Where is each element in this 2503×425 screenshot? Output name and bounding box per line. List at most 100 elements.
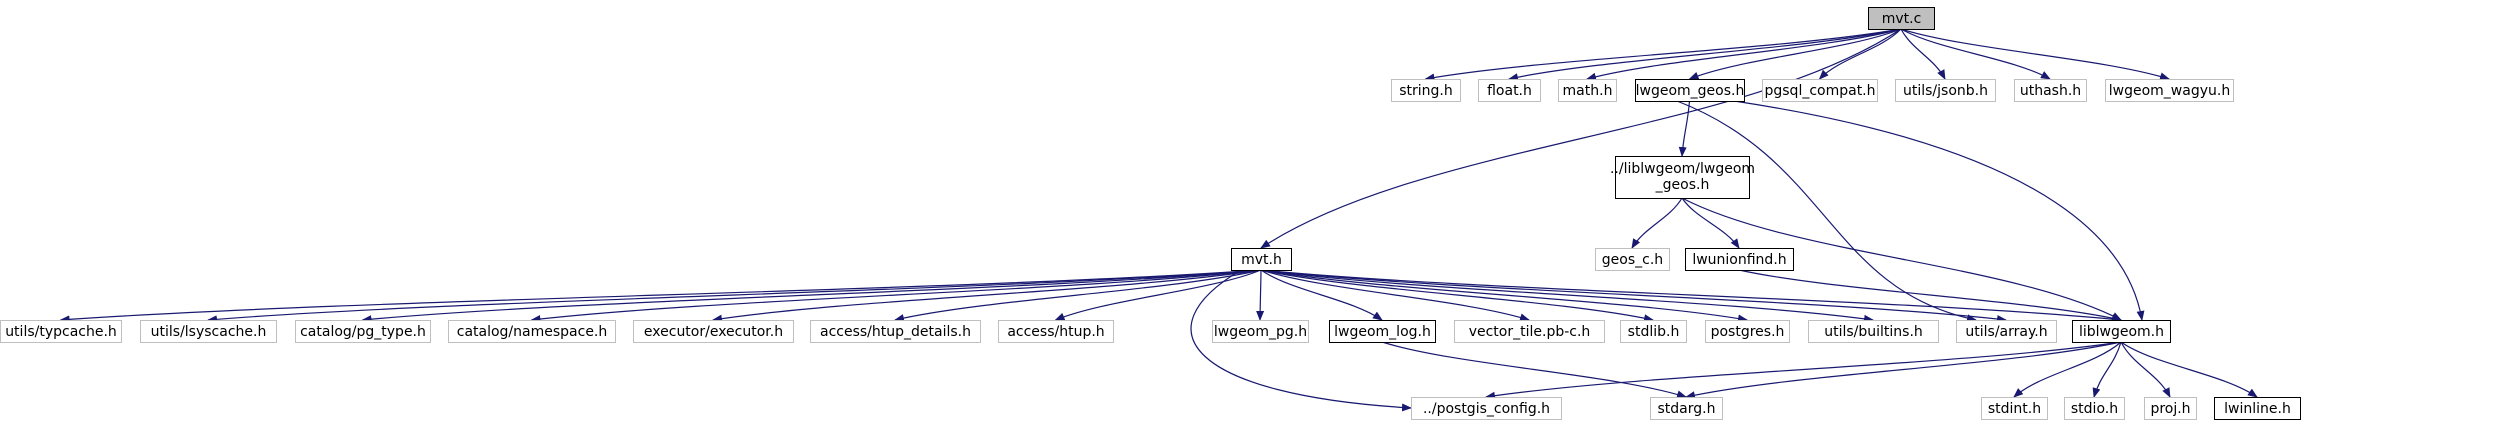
node-box [810, 320, 981, 343]
node-label: utils/builtins.h [1824, 324, 1923, 340]
node-box [2072, 320, 2171, 343]
edge-mvt_c-to-uthash_h [1900, 28, 2051, 80]
node-box [1595, 248, 1670, 271]
node-box [1478, 79, 1541, 102]
node-box [1620, 320, 1687, 343]
node-label: utils/lsyscache.h [151, 324, 267, 340]
node-box [1650, 397, 1723, 420]
edges [59, 28, 2258, 412]
node-box [1808, 320, 1939, 343]
edge-lwgeom_geos_h-to-liblwgeom_lwgeom_geos_h [1678, 100, 1691, 157]
node-mvt-h[interactable]: mvt.h [1231, 248, 1292, 271]
node-stdio-h: stdio.h [2064, 397, 2125, 420]
node-box [1615, 156, 1750, 199]
edge-mvt_h-to-stdlib_h [1260, 269, 1654, 323]
node-label: catalog/namespace.h [457, 324, 608, 340]
node-label: mvt.h [1241, 252, 1282, 268]
edge-liblwgeom_lwgeom_geos_h-to-lwunionfind_h [1681, 197, 1740, 249]
node-vector-tile-pb-c-h: vector_tile.pb-c.h [1454, 320, 1605, 343]
node-label: lwinline.h [2224, 401, 2291, 417]
edge-mvt_h-to-postgis_config_h [1190, 269, 1412, 412]
node-box [1868, 7, 1935, 30]
edge-liblwgeom_h-to-stdint_h [2013, 341, 2122, 398]
node-label: uthash.h [2020, 83, 2081, 99]
node-box [140, 320, 277, 343]
node-box [1329, 320, 1436, 343]
node-box [1231, 248, 1292, 271]
edge-liblwgeom_h-to-postgis_config_h [1485, 341, 2122, 400]
node-math-h: math.h [1558, 79, 1617, 102]
edge-mvt_h-to-utils_builtins_h [1260, 269, 1874, 323]
edge-liblwgeom_lwgeom_geos_h-to-liblwgeom_h [1681, 197, 2122, 321]
node-lwunionfind-h[interactable]: lwunionfind.h [1685, 248, 1794, 271]
node-box [998, 320, 1114, 343]
node-label: vector_tile.pb-c.h [1469, 324, 1591, 340]
edge-lwunionfind_h-to-liblwgeom_h [1738, 269, 2122, 322]
node-label: postgres.h [1711, 324, 1785, 340]
edge-mvt_h-to-utils_array_h [1260, 269, 2007, 323]
node-label: lwunionfind.h [1692, 252, 1786, 268]
node-liblwgeom-lwgeom-geos-h[interactable]: ../liblwgeom/lwgeom_geos.h [1610, 156, 1755, 199]
node-utils-lsyscache-h: utils/lsyscache.h [140, 320, 277, 343]
edge-mvt_h-to-catalog_namespace_h [530, 269, 1262, 323]
edge-mvt_c-to-pgsql_compat_h [1818, 28, 1902, 80]
node-uthash-h: uthash.h [2014, 79, 2087, 102]
edge-liblwgeom_h-to-proj_h [2120, 341, 2171, 398]
edge-mvt_h-to-access_htup_details_h [894, 269, 1262, 322]
node-box [1558, 79, 1617, 102]
node-label: lwgeom_geos.h [1636, 83, 1745, 99]
node-label: stdarg.h [1658, 401, 1716, 417]
node-box [1762, 79, 1878, 102]
node-label: lwgeom_pg.h [1214, 324, 1307, 340]
edge-mvt_h-to-utils_typcache_h [59, 269, 1262, 324]
node-lwgeom-wagyu-h: lwgeom_wagyu.h [2105, 79, 2234, 102]
node-label: lwgeom_log.h [1334, 324, 1431, 340]
node-label: ../postgis_config.h [1423, 401, 1550, 417]
node-box [2144, 397, 2197, 420]
edge-mvt_c-to-lwgeom_wagyu_h [1900, 28, 2170, 81]
node-box [2014, 79, 2087, 102]
node-box [2064, 397, 2125, 420]
edge-liblwgeom_h-to-stdarg_h [1685, 341, 2122, 400]
node-stdlib-h: stdlib.h [1620, 320, 1687, 343]
node-label: geos_c.h [1602, 252, 1663, 268]
node-lwgeom-log-h[interactable]: lwgeom_log.h [1329, 320, 1436, 343]
node-label: _geos.h [1655, 177, 1710, 193]
node-box [1685, 248, 1794, 271]
edge-mvt_h-to-catalog_pg_type_h [361, 269, 1262, 324]
node-box [1705, 320, 1790, 343]
edge-mvt_c-to-float_h [1508, 28, 1902, 82]
node-liblwgeom-h[interactable]: liblwgeom.h [2072, 320, 2171, 343]
node-mvt-c[interactable]: mvt.c [1868, 7, 1935, 30]
node-access-htup-h: access/htup.h [998, 320, 1114, 343]
node-executor-executor-h: executor/executor.h [633, 320, 794, 343]
node-catalog-pg-type-h: catalog/pg_type.h [295, 320, 431, 343]
edge-mvt_h-to-utils_lsyscache_h [207, 269, 1262, 324]
node-float-h: float.h [1478, 79, 1541, 102]
edge-lwgeom_geos_h-to-liblwgeom_h [1733, 100, 2145, 321]
node-box [1981, 397, 2048, 420]
node-box [1635, 79, 1745, 102]
node-box [1895, 79, 1996, 102]
node-box [1454, 320, 1605, 343]
node-label: liblwgeom.h [2079, 324, 2164, 340]
edge-liblwgeom_lwgeom_geos_h-to-geos_c_h [1631, 197, 1683, 249]
node-catalog-namespace-h: catalog/namespace.h [448, 320, 616, 343]
edge-mvt_c-to-mvt_h [1260, 28, 1902, 249]
node-pgsql-compat-h: pgsql_compat.h [1762, 79, 1878, 102]
node-lwgeom-geos-h[interactable]: lwgeom_geos.h [1635, 79, 1745, 102]
node-postgres-h: postgres.h [1705, 320, 1790, 343]
node-lwinline-h[interactable]: lwinline.h [2214, 397, 2301, 420]
edge-mvt_h-to-liblwgeom_h [1260, 269, 2122, 324]
node-string-h: string.h [1391, 79, 1461, 102]
node-box [1391, 79, 1461, 102]
node-label: utils/jsonb.h [1903, 83, 1988, 99]
node-utils-builtins-h: utils/builtins.h [1808, 320, 1939, 343]
node-label: ../liblwgeom/lwgeom [1610, 161, 1755, 177]
node-stdint-h: stdint.h [1981, 397, 2048, 420]
node-label: stdlib.h [1628, 324, 1680, 340]
node-label: stdio.h [2071, 401, 2118, 417]
edge-lwgeom_log_h-to-stdarg_h [1381, 341, 1687, 399]
node-box [295, 320, 431, 343]
